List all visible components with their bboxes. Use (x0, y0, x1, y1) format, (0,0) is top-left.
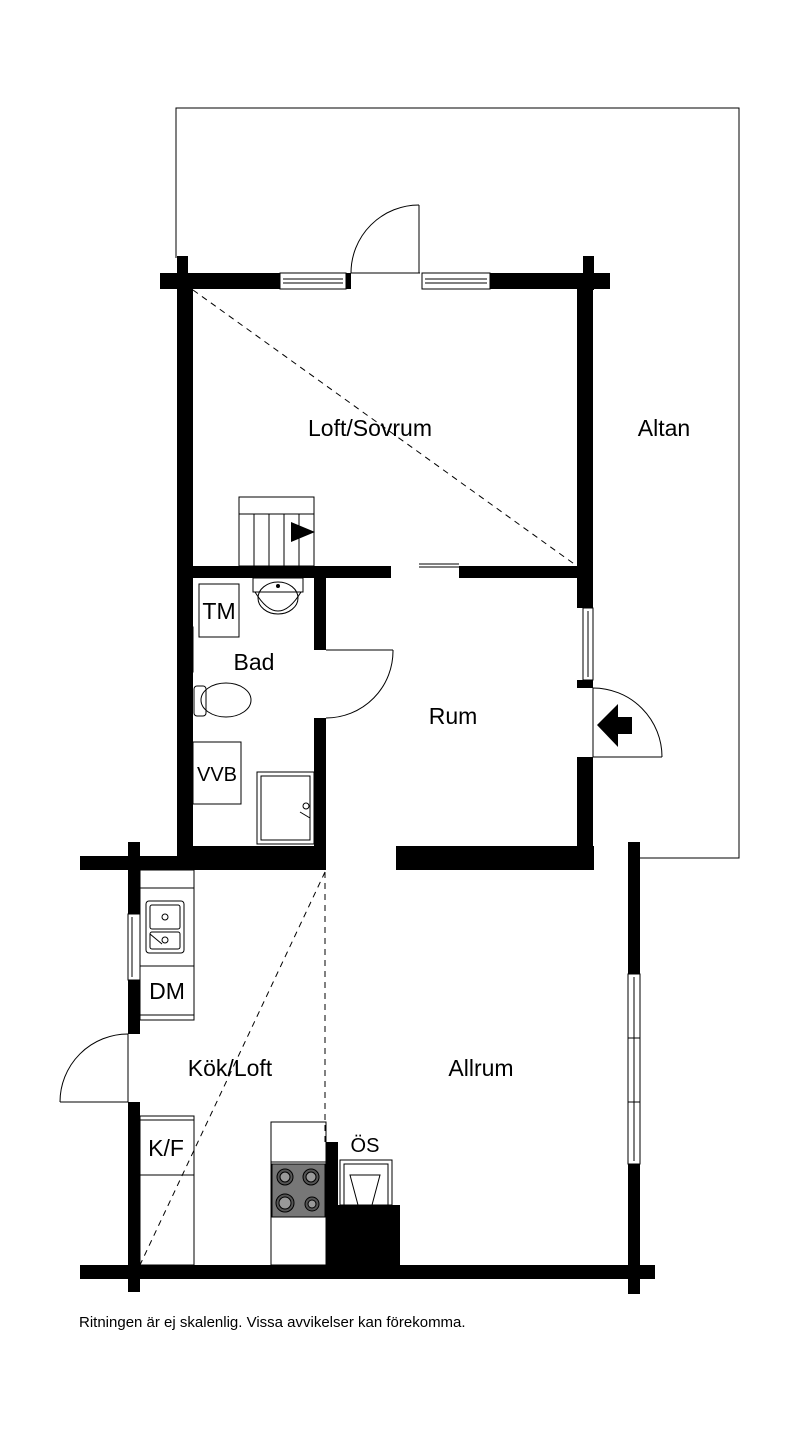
fixture-label-dm: DM (149, 978, 185, 1004)
room-label-altan: Altan (638, 415, 690, 441)
window-kitchen (127, 913, 141, 981)
loft-opening-diagonal (192, 289, 578, 567)
window-top-left (279, 272, 347, 290)
sliding-door (419, 563, 459, 568)
tm-box (198, 583, 240, 638)
door-kitchen (59, 1033, 129, 1103)
stove-unit (270, 1121, 327, 1266)
disclaimer-note: Ritningen är ej skalenlig. Vissa avvikel… (79, 1314, 466, 1331)
fireplace-symbol (339, 1159, 393, 1206)
room-label-rum: Rum (429, 703, 478, 729)
staircase (238, 496, 315, 567)
room-label-bad: Bad (234, 649, 275, 675)
fixture-label-os: ÖS (351, 1135, 380, 1157)
window-top-right (421, 272, 491, 290)
room-label-kok-loft: Kök/Loft (188, 1055, 273, 1081)
fixture-label-kf: K/F (148, 1135, 184, 1161)
fixture-label-vvb: VVB (197, 764, 237, 786)
entrance-arrow-icon (597, 704, 632, 747)
altan-outline (175, 107, 740, 859)
room-label-allrum: Allrum (448, 1055, 513, 1081)
bathroom-fixtures (186, 577, 315, 845)
upper-walls (80, 256, 610, 870)
vvb-box (192, 741, 242, 805)
window-rum (582, 607, 594, 681)
room-label-loft-sovrum: Loft/Sovrum (308, 415, 432, 441)
entry-door-right (592, 687, 663, 758)
fixture-label-tm: TM (202, 598, 235, 624)
windows-allrum (627, 973, 641, 1165)
door-bathroom (325, 649, 394, 719)
lower-walls (80, 842, 655, 1294)
kitchen-counter (139, 869, 195, 1266)
door-top (350, 204, 420, 274)
